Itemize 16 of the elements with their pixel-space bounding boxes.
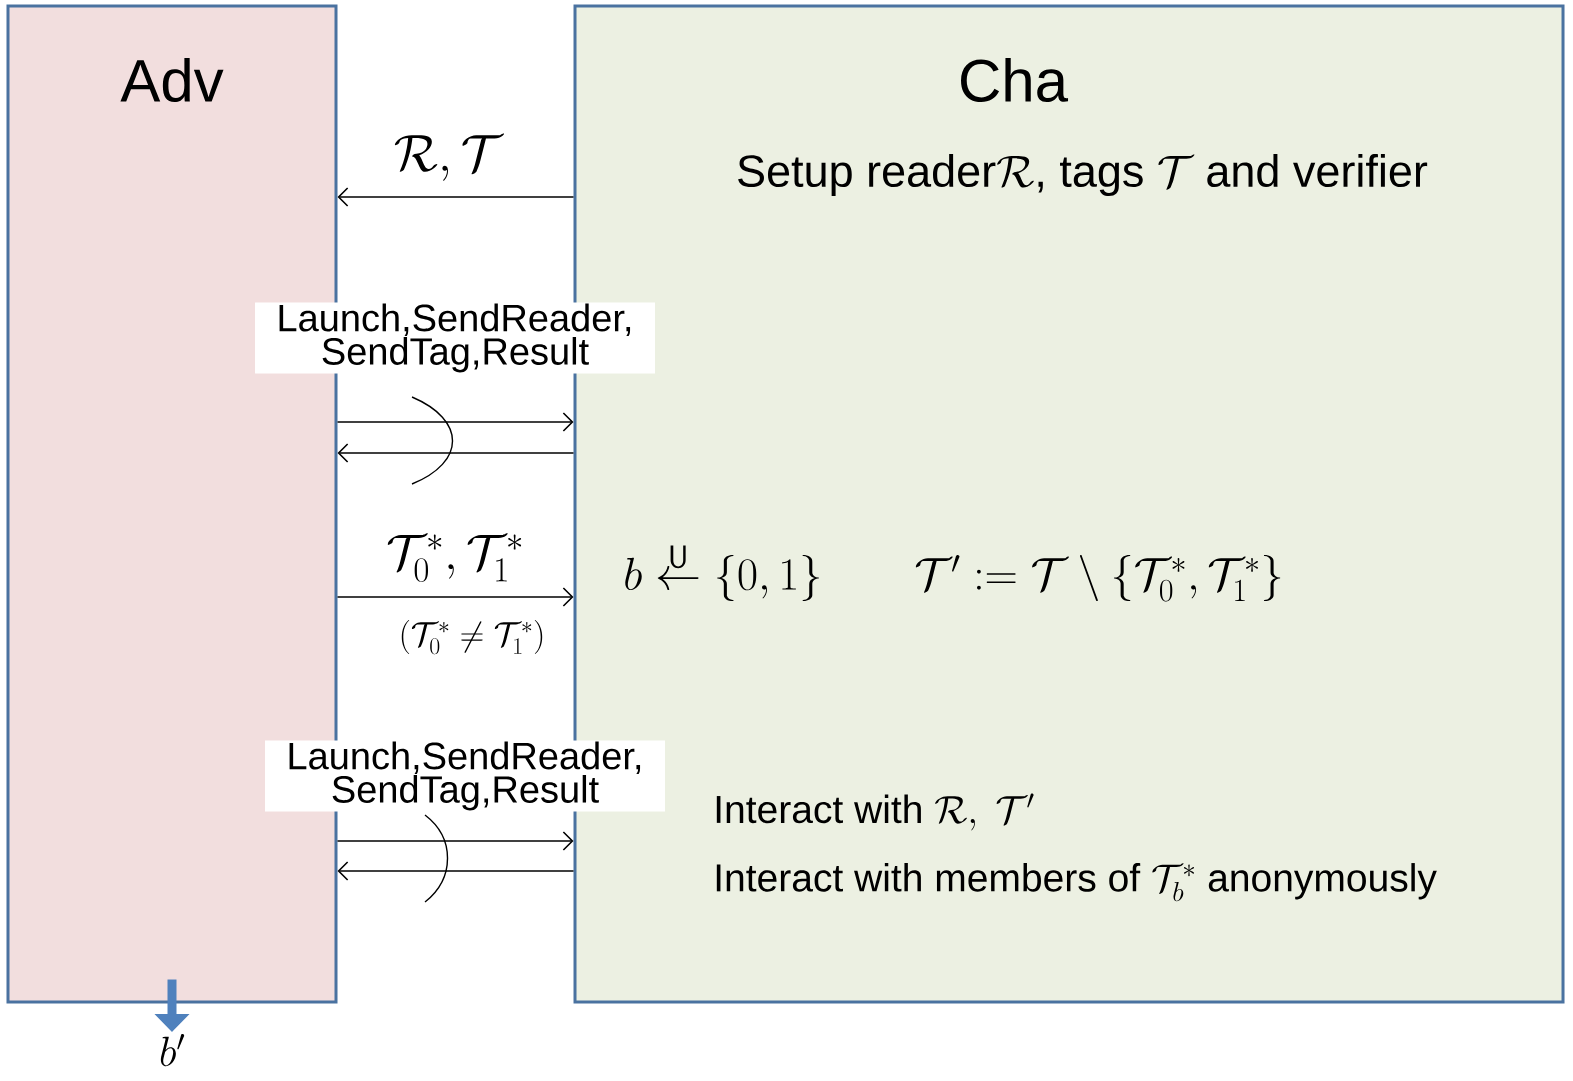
formula-text: $\text{Setup reader}\mathcal{R}\text{, tags }\mathcal{T}\text{ and verifier}$ <box>738 154 1428 196</box>
output-label: $b'$ <box>160 1034 185 1067</box>
condition-note: $(\mathcal{T}_0^*\neq\mathcal{T}_1^*)$ <box>401 620 543 655</box>
arrow <box>337 187 575 207</box>
edge-label: Launch,SendReader, SendTag,Result <box>265 740 665 812</box>
arrow <box>336 831 574 851</box>
edge-label: $\mathcal{R},\mathcal{T}$ <box>392 133 505 182</box>
arrow <box>337 443 575 463</box>
formula-text: $\text{Interact with }\mathcal{R},\ \mathcal{T}'$ <box>716 793 1034 831</box>
arrow <box>336 412 574 432</box>
formula-text: $b \stackrel{\mathsf{U}}{\leftarrow} \{0,1\}\qquad \mathcal{T}' := \mathcal{T}\setminus\{\mathcal{T}_0^*,\mathcal{T}_1^*\}$ <box>625 545 1281 602</box>
edge-label: $\mathcal{T}_0^*,\mathcal{T}_1^*$ <box>385 533 525 583</box>
formula-text: $\text{Interact with members of }\mathcal{T}_b^*\text{ anonymously}$ <box>716 863 1437 902</box>
arrow <box>336 587 574 607</box>
arrow <box>337 861 575 881</box>
edge-label: Launch,SendReader, SendTag,Result <box>255 302 655 374</box>
